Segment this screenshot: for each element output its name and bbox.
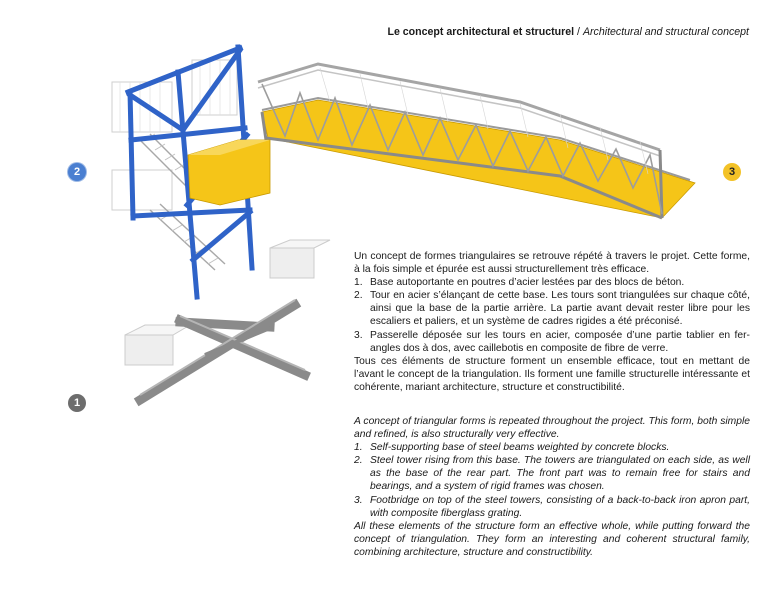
list-item: 1.Base autoportante en poutres d’acier l… bbox=[354, 276, 750, 289]
french-list: 1.Base autoportante en poutres d’acier l… bbox=[354, 276, 750, 355]
english-intro: A concept of triangular forms is repeate… bbox=[354, 415, 750, 441]
english-outro: All these elements of the structure form… bbox=[354, 520, 750, 559]
list-number: 1. bbox=[354, 276, 370, 289]
base-illustration bbox=[125, 300, 305, 400]
french-outro: Tous ces éléments de structure forment u… bbox=[354, 355, 750, 394]
list-text: Tour en acier s’élançant de cette base. … bbox=[370, 289, 750, 328]
tower-illustration bbox=[112, 47, 330, 297]
list-number: 2. bbox=[354, 454, 370, 493]
footbridge-illustration bbox=[258, 64, 695, 218]
badge-1: 1 bbox=[68, 394, 86, 412]
list-item: 1.Self-supporting base of steel beams we… bbox=[354, 441, 750, 454]
list-item: 2.Tour en acier s’élançant de cette base… bbox=[354, 289, 750, 328]
list-text: Steel tower rising from this base. The t… bbox=[370, 454, 750, 493]
list-number: 3. bbox=[354, 329, 370, 355]
list-item: 2.Steel tower rising from this base. The… bbox=[354, 454, 750, 493]
list-text: Footbridge on top of the steel towers, c… bbox=[370, 494, 750, 520]
list-text: Self-supporting base of steel beams weig… bbox=[370, 441, 750, 454]
list-item: 3.Footbridge on top of the steel towers,… bbox=[354, 494, 750, 520]
list-text: Base autoportante en poutres d’acier les… bbox=[370, 276, 750, 289]
list-number: 2. bbox=[354, 289, 370, 328]
english-list: 1.Self-supporting base of steel beams we… bbox=[354, 441, 750, 520]
list-number: 1. bbox=[354, 441, 370, 454]
badge-2: 2 bbox=[68, 163, 86, 181]
list-number: 3. bbox=[354, 494, 370, 520]
list-text: Passerelle déposée sur les tours en acie… bbox=[370, 329, 750, 355]
french-intro: Un concept de formes triangulaires se re… bbox=[354, 250, 750, 276]
badge-3: 3 bbox=[723, 163, 741, 181]
french-description: Un concept de formes triangulaires se re… bbox=[354, 250, 750, 394]
english-description: A concept of triangular forms is repeate… bbox=[354, 415, 750, 559]
list-item: 3.Passerelle déposée sur les tours en ac… bbox=[354, 329, 750, 355]
